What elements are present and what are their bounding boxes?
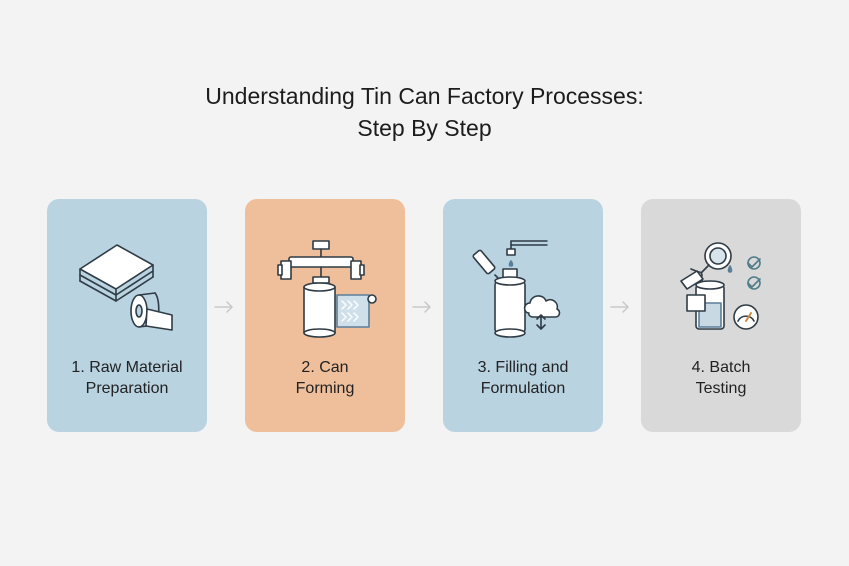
arrow-right-icon xyxy=(412,301,432,313)
step-card-raw-material: 1. Raw Material Preparation xyxy=(47,199,207,432)
step-label: 1. Raw Material Preparation xyxy=(47,357,207,399)
step-label: 3. Filling and Formulation xyxy=(443,357,603,399)
sheet-stack-and-roll-icon xyxy=(79,244,173,331)
step-label-line-1: 1. Raw Material xyxy=(71,359,183,376)
step-label-line-2: Preparation xyxy=(85,380,169,397)
step-card-can-forming: 2. Can Forming xyxy=(245,199,405,432)
press-and-can-icon xyxy=(277,240,377,338)
step-label: 2. Can Forming xyxy=(245,357,405,399)
title-line-1: Understanding Tin Can Factory Processes: xyxy=(205,83,644,109)
step-label-line-1: 4. Batch xyxy=(691,359,751,376)
step-card-batch-testing: 4. Batch Testing xyxy=(641,199,801,432)
inspection-gauge-icon xyxy=(680,242,761,330)
arrow-right-icon xyxy=(610,301,630,313)
step-label-line-1: 2. Can xyxy=(301,359,349,376)
filling-and-cloud-icon xyxy=(472,240,561,338)
step-label-line-2: Testing xyxy=(695,380,747,397)
step-label-line-2: Forming xyxy=(295,380,355,397)
arrow-right-icon xyxy=(214,301,234,313)
step-card-filling: 3. Filling and Formulation xyxy=(443,199,603,432)
step-label: 4. Batch Testing xyxy=(641,357,801,399)
step-label-line-1: 3. Filling and xyxy=(477,359,569,376)
diagram-title: Understanding Tin Can Factory Processes:… xyxy=(0,80,849,144)
title-line-2: Step By Step xyxy=(357,115,492,141)
step-label-line-2: Formulation xyxy=(480,380,566,397)
